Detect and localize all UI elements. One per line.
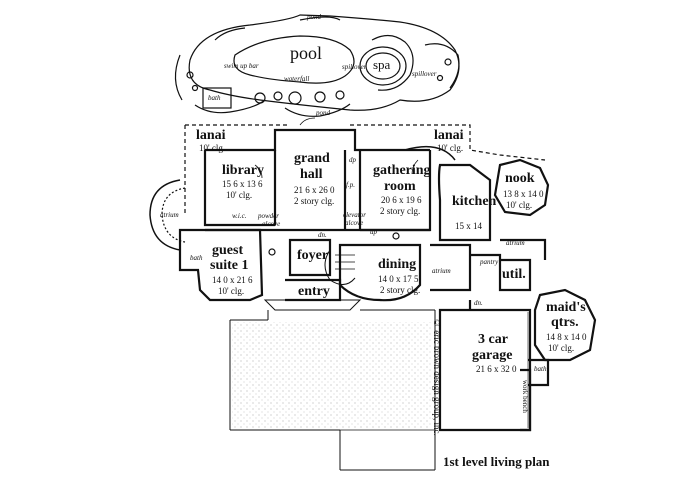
guest-suite-clg: 10' clg. bbox=[218, 286, 245, 296]
nook-label: nook bbox=[505, 171, 535, 186]
copyright-text: © eric brown design group, inc. bbox=[432, 318, 442, 436]
grand-hall-dim: 21 6 x 26 0 bbox=[294, 185, 335, 195]
dn-hall-label: dn. bbox=[318, 231, 327, 239]
dining-label: dining bbox=[378, 257, 417, 272]
atrium-mid-label: atrium bbox=[432, 267, 451, 275]
pantry-label: pantry bbox=[480, 258, 499, 266]
dn-garage-label: dn. bbox=[474, 299, 483, 307]
powder-label: powder bbox=[258, 212, 279, 220]
maids-dim: 14 8 x 14 0 bbox=[546, 332, 587, 342]
library-dim: 15 6 x 13 6 bbox=[222, 179, 263, 189]
guest-suite-dim: 14 0 x 21 6 bbox=[212, 275, 253, 285]
library-clg: 10' clg. bbox=[226, 190, 253, 200]
grand-hall-label-2: hall bbox=[300, 167, 323, 182]
kitchen-dim: 15 x 14 bbox=[455, 221, 482, 231]
library-label: library bbox=[222, 163, 264, 178]
dining-dim: 14 0 x 17 5 bbox=[378, 274, 419, 284]
pool-area bbox=[174, 14, 460, 117]
work-bench-label: work bench bbox=[521, 380, 529, 413]
garage-label-1: 3 car bbox=[478, 332, 508, 347]
plan-caption: 1st level living plan bbox=[443, 454, 550, 469]
guest-bath-label: bath bbox=[190, 254, 203, 262]
waterfall-label: waterfall bbox=[284, 75, 310, 83]
gathering-label-1: gathering bbox=[373, 163, 431, 178]
dp-label: dp bbox=[349, 156, 356, 164]
guest-suite-label-1: guest bbox=[212, 243, 244, 258]
gathering-clg: 2 story clg. bbox=[380, 206, 421, 216]
maids-bath-label: bath bbox=[534, 365, 547, 373]
driveway-texture bbox=[232, 322, 432, 428]
gathering-dim: 20 6 x 19 6 bbox=[381, 195, 422, 205]
lanai-left-label: lanai bbox=[196, 128, 226, 143]
atrium-right-label: atrium bbox=[506, 239, 525, 247]
gathering-label-2: room bbox=[384, 179, 416, 194]
maids-label-1: maid's bbox=[546, 300, 586, 315]
kitchen-label: kitchen bbox=[452, 194, 497, 209]
lanai-right-label: lanai bbox=[434, 128, 464, 143]
util-label: util. bbox=[502, 267, 526, 282]
lanai-left-clg: 10' clg. bbox=[199, 143, 226, 153]
swim-up-bar-label: swim up bar bbox=[224, 62, 259, 70]
spillover-right-label: spillover bbox=[412, 70, 437, 78]
grand-hall-clg: 2 story clg. bbox=[294, 196, 335, 206]
dining-clg: 2 story clg. bbox=[380, 285, 421, 295]
alcove-label: alcove bbox=[262, 220, 281, 228]
foyer-label: foyer bbox=[297, 248, 329, 263]
elevator-label: elevator bbox=[343, 211, 366, 219]
pool-bath-label: bath bbox=[208, 94, 221, 102]
lanai-outline bbox=[185, 124, 546, 161]
spillover-left-label: spillover bbox=[342, 63, 367, 71]
maids-clg: 10' clg. bbox=[548, 343, 575, 353]
garage-dim: 21 6 x 32 0 bbox=[476, 364, 517, 374]
pond-label-top: pond bbox=[307, 13, 321, 21]
spa-label: spa bbox=[373, 57, 391, 72]
fp-label: f.p. bbox=[346, 181, 355, 189]
pond-label-bottom: pond bbox=[316, 109, 330, 117]
garage-label-2: garage bbox=[472, 348, 513, 363]
house-walls bbox=[178, 128, 597, 432]
pool-label: pool bbox=[290, 43, 323, 63]
maids-label-2: qtrs. bbox=[551, 315, 579, 330]
entry-label: entry bbox=[298, 284, 330, 299]
atrium-left-label: atrium bbox=[160, 211, 179, 219]
up-label: up bbox=[370, 228, 377, 236]
elevator-alcove-label: alcove bbox=[345, 219, 364, 227]
nook-clg: 10' clg. bbox=[506, 200, 533, 210]
grand-hall-label-1: grand bbox=[294, 151, 330, 166]
pool-bath-outline bbox=[202, 87, 232, 109]
lanai-right-clg: 10' clg. bbox=[437, 143, 464, 153]
guest-suite-label-2: suite 1 bbox=[210, 258, 249, 273]
wic-label: w.i.c. bbox=[232, 212, 247, 220]
nook-dim: 13 8 x 14 0 bbox=[503, 189, 544, 199]
